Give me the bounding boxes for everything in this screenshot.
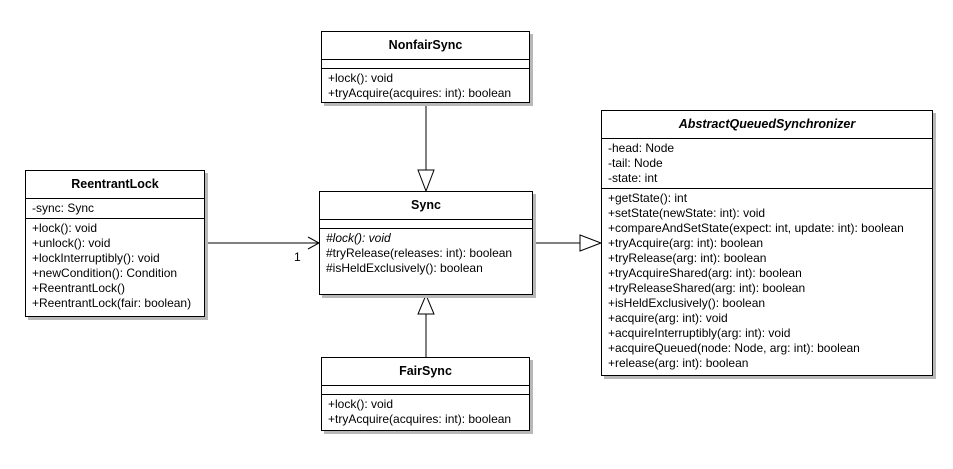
method: +tryRelease(arg: int): boolean [608,251,767,265]
method: +getState(): int [608,191,688,205]
class-sync: Sync #lock(): void #tryRelease(releases:… [319,191,533,295]
class-abstractqueuedsynchronizer: AbstractQueuedSynchronizer -head: Node -… [601,110,933,376]
method: +setState(newState: int): void [608,206,766,220]
method: +lock(): void [328,397,394,411]
method: +tryAcquire(acquires: int): boolean [328,412,512,426]
abstract-method: #lock(): void [326,231,391,245]
method: +acquireInterruptibly(arg: int): void [608,326,791,340]
method: +tryAcquire(acquires: int): boolean [328,86,512,100]
method: +unlock(): void [32,236,111,250]
method: +tryReleaseShared(arg: int): boolean [608,281,806,295]
class-title: NonfairSync [322,32,529,60]
class-title: Sync [320,192,532,220]
attributes-section: -head: Node -tail: Node -state: int [602,139,932,189]
methods-section: +lock(): void +tryAcquire(acquires: int)… [322,395,529,429]
class-nonfairsync: NonfairSync +lock(): void +tryAcquire(ac… [321,31,530,103]
class-title: FairSync [322,358,529,386]
method: +ReentrantLock() [32,281,126,295]
method: +ReentrantLock(fair: boolean) [32,296,192,310]
inheritance-arrowhead-aqs [579,234,603,252]
methods-section: +lock(): void +tryAcquire(acquires: int)… [322,69,529,103]
method: +acquireQueued(node: Node, arg: int): bo… [608,341,860,355]
method: +isHeldExclusively(): boolean [608,296,766,310]
class-fairsync: FairSync +lock(): void +tryAcquire(acqui… [321,357,530,431]
method: #isHeldExclusively(): boolean [326,261,483,275]
field: -sync: Sync [32,201,95,215]
class-title: ReentrantLock [26,171,204,199]
attributes-section [322,60,529,69]
methods-section: +getState(): int +setState(newState: int… [602,189,932,373]
field: -head: Node [608,141,675,155]
field: -state: int [608,171,658,185]
method: +tryAcquire(arg: int): boolean [608,236,764,250]
methods-section: +lock(): void +unlock(): void +lockInter… [26,219,204,313]
method: +lock(): void [32,221,98,235]
association-multiplicity: 1 [294,250,301,264]
method: +release(arg: int): boolean [608,356,749,370]
class-reentrantlock: ReentrantLock -sync: Sync +lock(): void … [25,170,205,317]
method: #tryRelease(releases: int): boolean [326,246,513,260]
method: +newCondition(): Condition [32,266,178,280]
method: +lockInterruptibly(): void [32,251,160,265]
attributes-section: -sync: Sync [26,199,204,219]
method: +lock(): void [328,71,394,85]
method: +acquire(arg: int): void [608,311,728,325]
attributes-section [320,220,532,229]
inheritance-arrowhead-fair [417,293,435,315]
method: +compareAndSetState(expect: int, update:… [608,221,904,235]
field: -tail: Node [608,156,663,170]
methods-section: #lock(): void #tryRelease(releases: int)… [320,229,532,278]
class-title: AbstractQueuedSynchronizer [602,111,932,139]
attributes-section [322,386,529,395]
inheritance-arrowhead-nonfair [417,169,435,193]
method: +tryAcquireShared(arg: int): boolean [608,266,802,280]
